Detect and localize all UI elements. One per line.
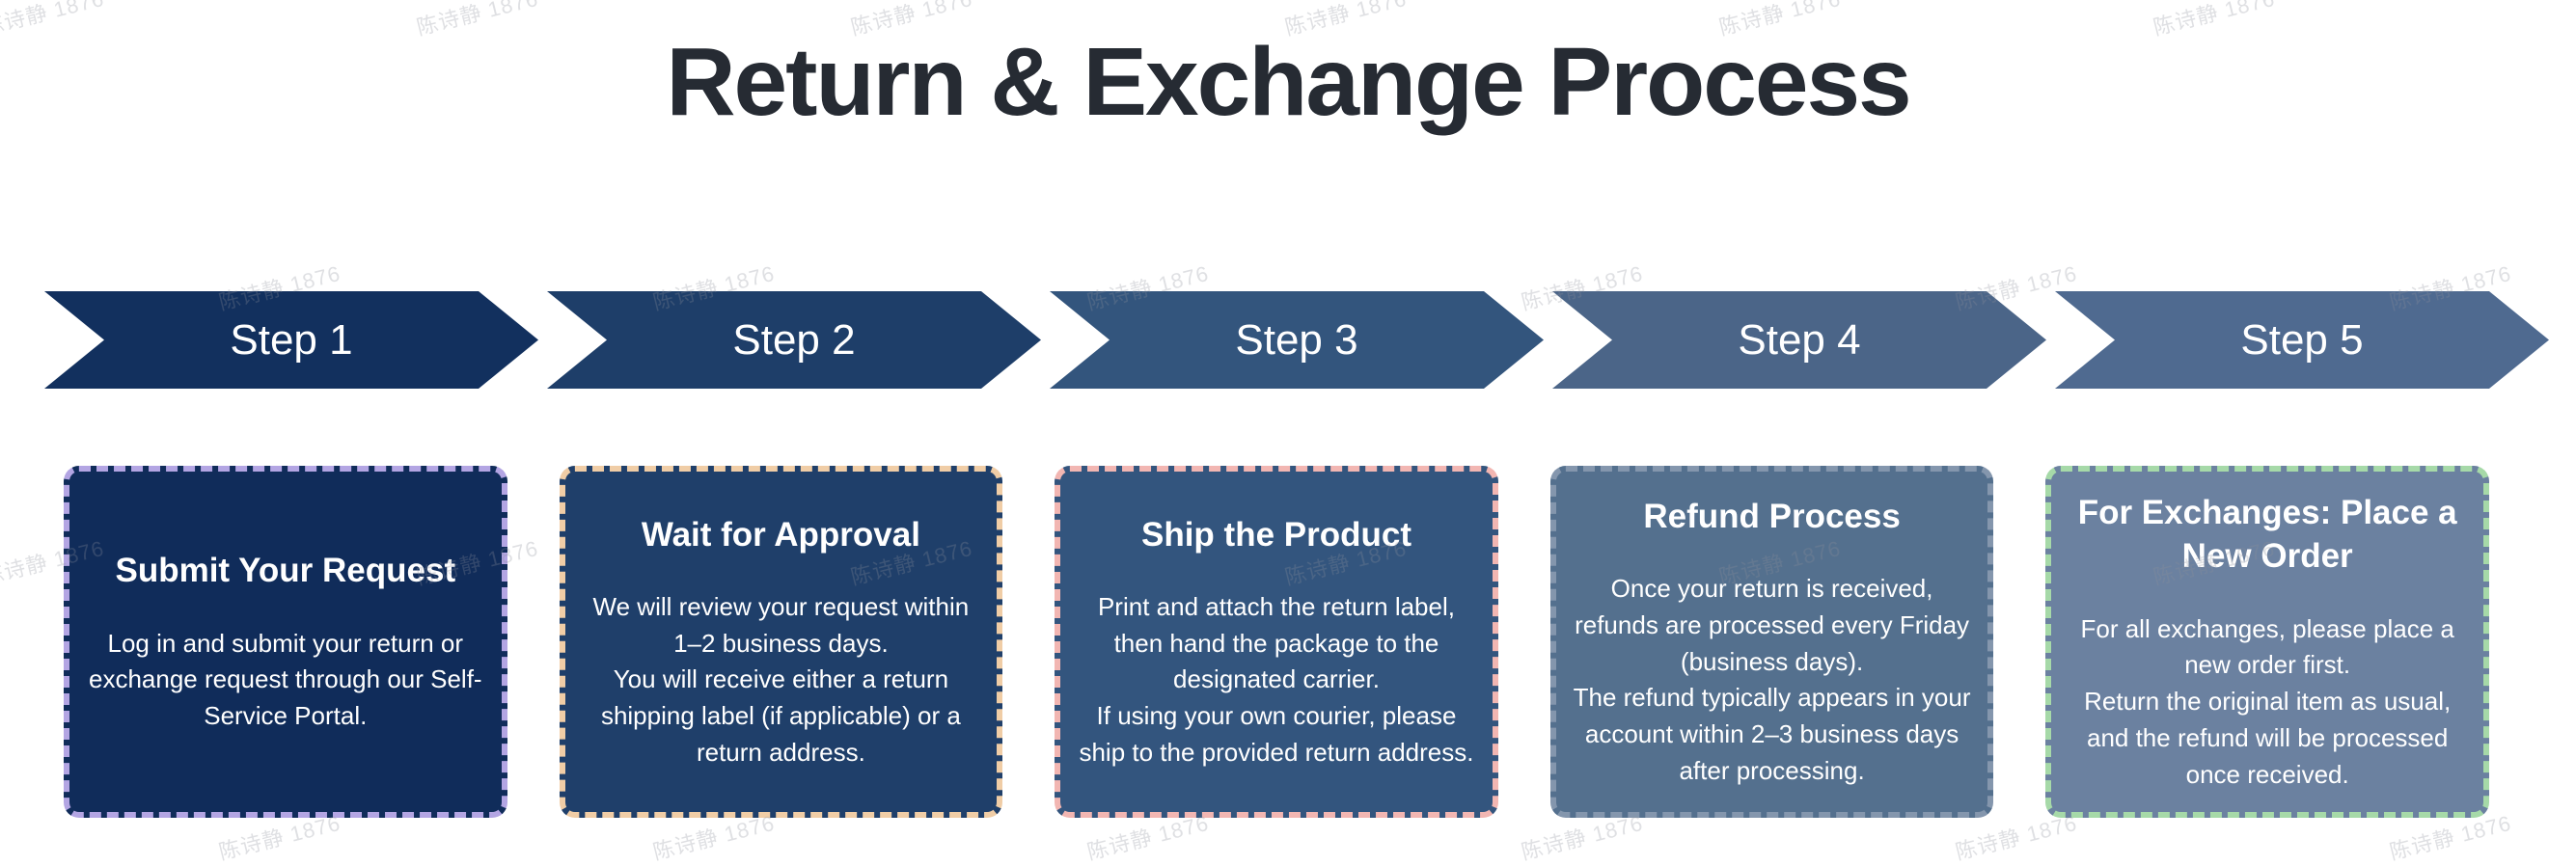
card-title: Refund Process	[1643, 497, 1901, 535]
step-chevron: Step 2	[547, 291, 1041, 389]
step-chevron: Step 5	[2055, 291, 2549, 389]
step-card: Submit Your Request Log in and submit yo…	[64, 466, 507, 818]
step-card: For Exchanges: Place a New Order For all…	[2045, 466, 2489, 818]
card-body: Log in and submit your return or exchang…	[88, 628, 482, 731]
step-card: Refund Process Once your return is recei…	[1549, 466, 1994, 818]
step-label: Step 2	[732, 315, 856, 364]
card-body: We will review your request within 1–2 b…	[592, 592, 970, 767]
step-label: Step 4	[1738, 315, 1861, 364]
card-title: Submit Your Request	[115, 552, 456, 590]
card-body: For all exchanges, please place a new or…	[2080, 613, 2454, 789]
step-label: Step 1	[230, 315, 353, 364]
card-title: For Exchanges: Place a New Order	[2077, 493, 2457, 576]
card-body: Print and attach the return label, then …	[1079, 592, 1474, 767]
step-chevron: Step 1	[44, 291, 538, 389]
step-label: Step 5	[2240, 315, 2364, 364]
card-body: Once your return is received, refunds ar…	[1573, 574, 1971, 785]
step-chevron: Step 4	[1552, 291, 2046, 389]
step-chevron: Step 3	[1050, 291, 1544, 389]
steps-row: Step 1 Step 2 Step 3 Step 4 Step 5	[44, 291, 2549, 389]
card-title: Ship the Product	[1140, 515, 1411, 554]
cards-row: Submit Your Request Log in and submit yo…	[64, 466, 2489, 818]
step-label: Step 3	[1235, 315, 1358, 364]
step-card: Ship the Product Print and attach the re…	[1055, 466, 1498, 818]
card-title: Wait for Approval	[641, 515, 920, 554]
step-card: Wait for Approval We will review your re…	[559, 466, 1003, 818]
page-title: Return & Exchange Process	[666, 28, 1911, 136]
